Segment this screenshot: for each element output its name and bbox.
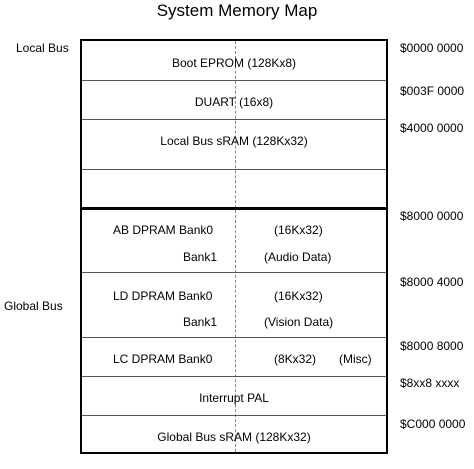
address-label: $C000 0000 [400,417,466,431]
address-label: $0000 0000 [400,41,464,55]
region-divider [82,272,386,273]
address-label: $8xx8 xxxx [400,376,460,390]
lc-dpram-bank0-label: LC DPRAM Bank0 [113,352,213,366]
bus-divider [82,207,386,210]
boot-eprom-label: Boot EPROM (128Kx8) [171,56,297,70]
ld-dpram-note-label: (Vision Data) [264,315,334,329]
region-divider [82,119,386,120]
region-divider [82,415,386,416]
global-bus-label: Global Bus [4,299,63,313]
center-divider [235,41,236,452]
global-sram-label: Global Bus sRAM (128Kx32) [157,430,311,444]
address-label: $4000 0000 [400,121,464,135]
lc-dpram-size-label: (8Kx32) [274,352,317,366]
local-sram-label: Local Bus sRAM (128Kx32) [160,134,308,148]
local-bus-label: Local Bus [16,41,69,55]
ab-dpram-note-label: (Audio Data) [264,250,332,264]
address-label: $8000 4000 [400,275,464,289]
address-label: $8000 0000 [400,209,464,223]
region-divider [82,169,386,170]
address-label: $003F 0000 [400,84,465,98]
region-divider [82,376,386,377]
ld-dpram-bank0-label: LD DPRAM Bank0 [113,289,213,303]
duart-label: DUART (16x8) [194,95,274,109]
ab-dpram-size-label: (16Kx32) [274,223,323,237]
region-divider [82,337,386,338]
ld-dpram-bank1-label: Bank1 [183,315,218,329]
interrupt-pal-label: Interrupt PAL [199,391,269,405]
memory-map-box: Boot EPROM (128Kx8) DUART (16x8) Local B… [80,39,388,454]
lc-dpram-note-label: (Misc) [339,352,372,366]
address-label: $8000 8000 [400,339,464,353]
diagram-title: System Memory Map [156,1,318,20]
ab-dpram-bank0-label: AB DPRAM Bank0 [113,223,214,237]
region-divider [82,80,386,81]
ld-dpram-size-label: (16Kx32) [274,289,323,303]
ab-dpram-bank1-label: Bank1 [183,250,218,264]
